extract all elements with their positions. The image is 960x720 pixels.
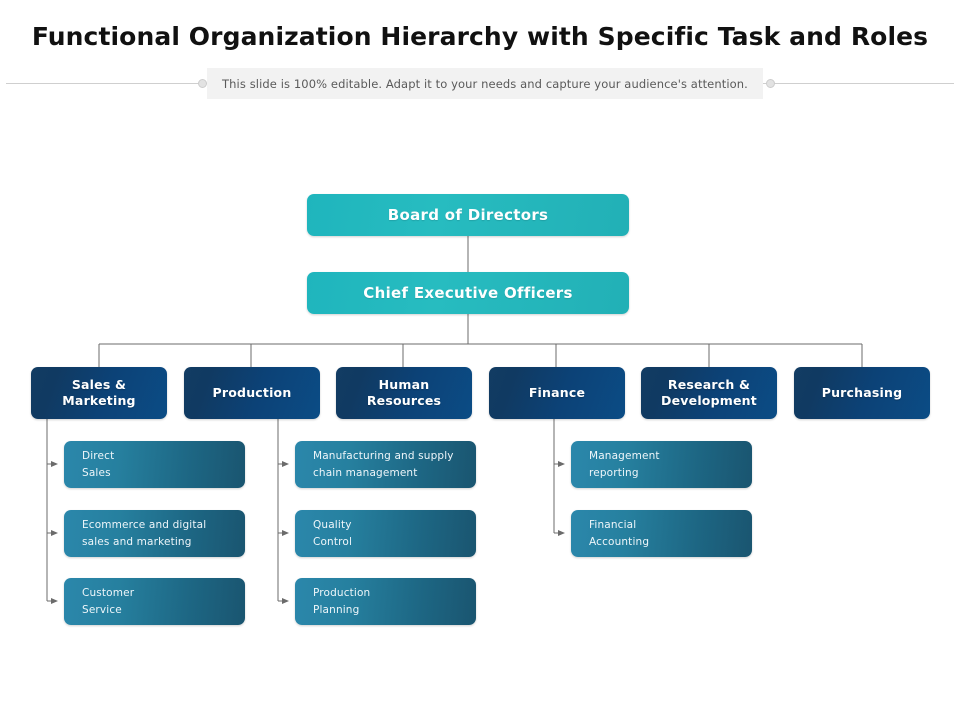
node-customer-service[interactable]: Customer Service	[64, 578, 245, 625]
node-management-reporting[interactable]: Management reporting	[571, 441, 752, 488]
node-label: Production Planning	[313, 586, 371, 616]
node-label: Customer Service	[82, 586, 135, 616]
node-production[interactable]: Production	[184, 367, 320, 419]
node-finance[interactable]: Finance	[489, 367, 625, 419]
node-chief-executive-officers[interactable]: Chief Executive Officers	[307, 272, 629, 314]
node-sales-marketing[interactable]: Sales & Marketing	[31, 367, 167, 419]
node-ecommerce-digital[interactable]: Ecommerce and digital sales and marketin…	[64, 510, 245, 557]
node-direct-sales[interactable]: Direct Sales	[64, 441, 245, 488]
node-label: Board of Directors	[387, 206, 549, 224]
node-label: Chief Executive Officers	[363, 284, 573, 302]
node-label: Sales & Marketing	[62, 377, 136, 408]
node-label: Finance	[528, 385, 586, 401]
rule-dot-left-icon	[198, 79, 207, 88]
subtitle-banner: This slide is 100% editable. Adapt it to…	[207, 68, 763, 99]
node-label: Quality Control	[313, 518, 353, 548]
node-label: Direct Sales	[82, 449, 115, 479]
node-label: Research & Development	[661, 377, 757, 408]
node-research-development[interactable]: Research & Development	[641, 367, 777, 419]
node-label: Manufacturing and supply chain managemen…	[313, 449, 454, 479]
node-quality-control[interactable]: Quality Control	[295, 510, 476, 557]
node-label: Human Resources	[366, 377, 442, 408]
rule-dot-right-icon	[766, 79, 775, 88]
node-manufacturing-supply-chain[interactable]: Manufacturing and supply chain managemen…	[295, 441, 476, 488]
node-board-of-directors[interactable]: Board of Directors	[307, 194, 629, 236]
node-label: Management reporting	[589, 449, 660, 479]
node-production-planning[interactable]: Production Planning	[295, 578, 476, 625]
node-label: Production	[212, 385, 292, 401]
node-human-resources[interactable]: Human Resources	[336, 367, 472, 419]
subtitle-text: This slide is 100% editable. Adapt it to…	[222, 76, 748, 91]
page-title: Functional Organization Hierarchy with S…	[31, 22, 929, 51]
node-label: Purchasing	[821, 385, 903, 401]
node-label: Financial Accounting	[589, 518, 650, 548]
node-label: Ecommerce and digital sales and marketin…	[82, 518, 207, 548]
node-financial-accounting[interactable]: Financial Accounting	[571, 510, 752, 557]
node-purchasing[interactable]: Purchasing	[794, 367, 930, 419]
